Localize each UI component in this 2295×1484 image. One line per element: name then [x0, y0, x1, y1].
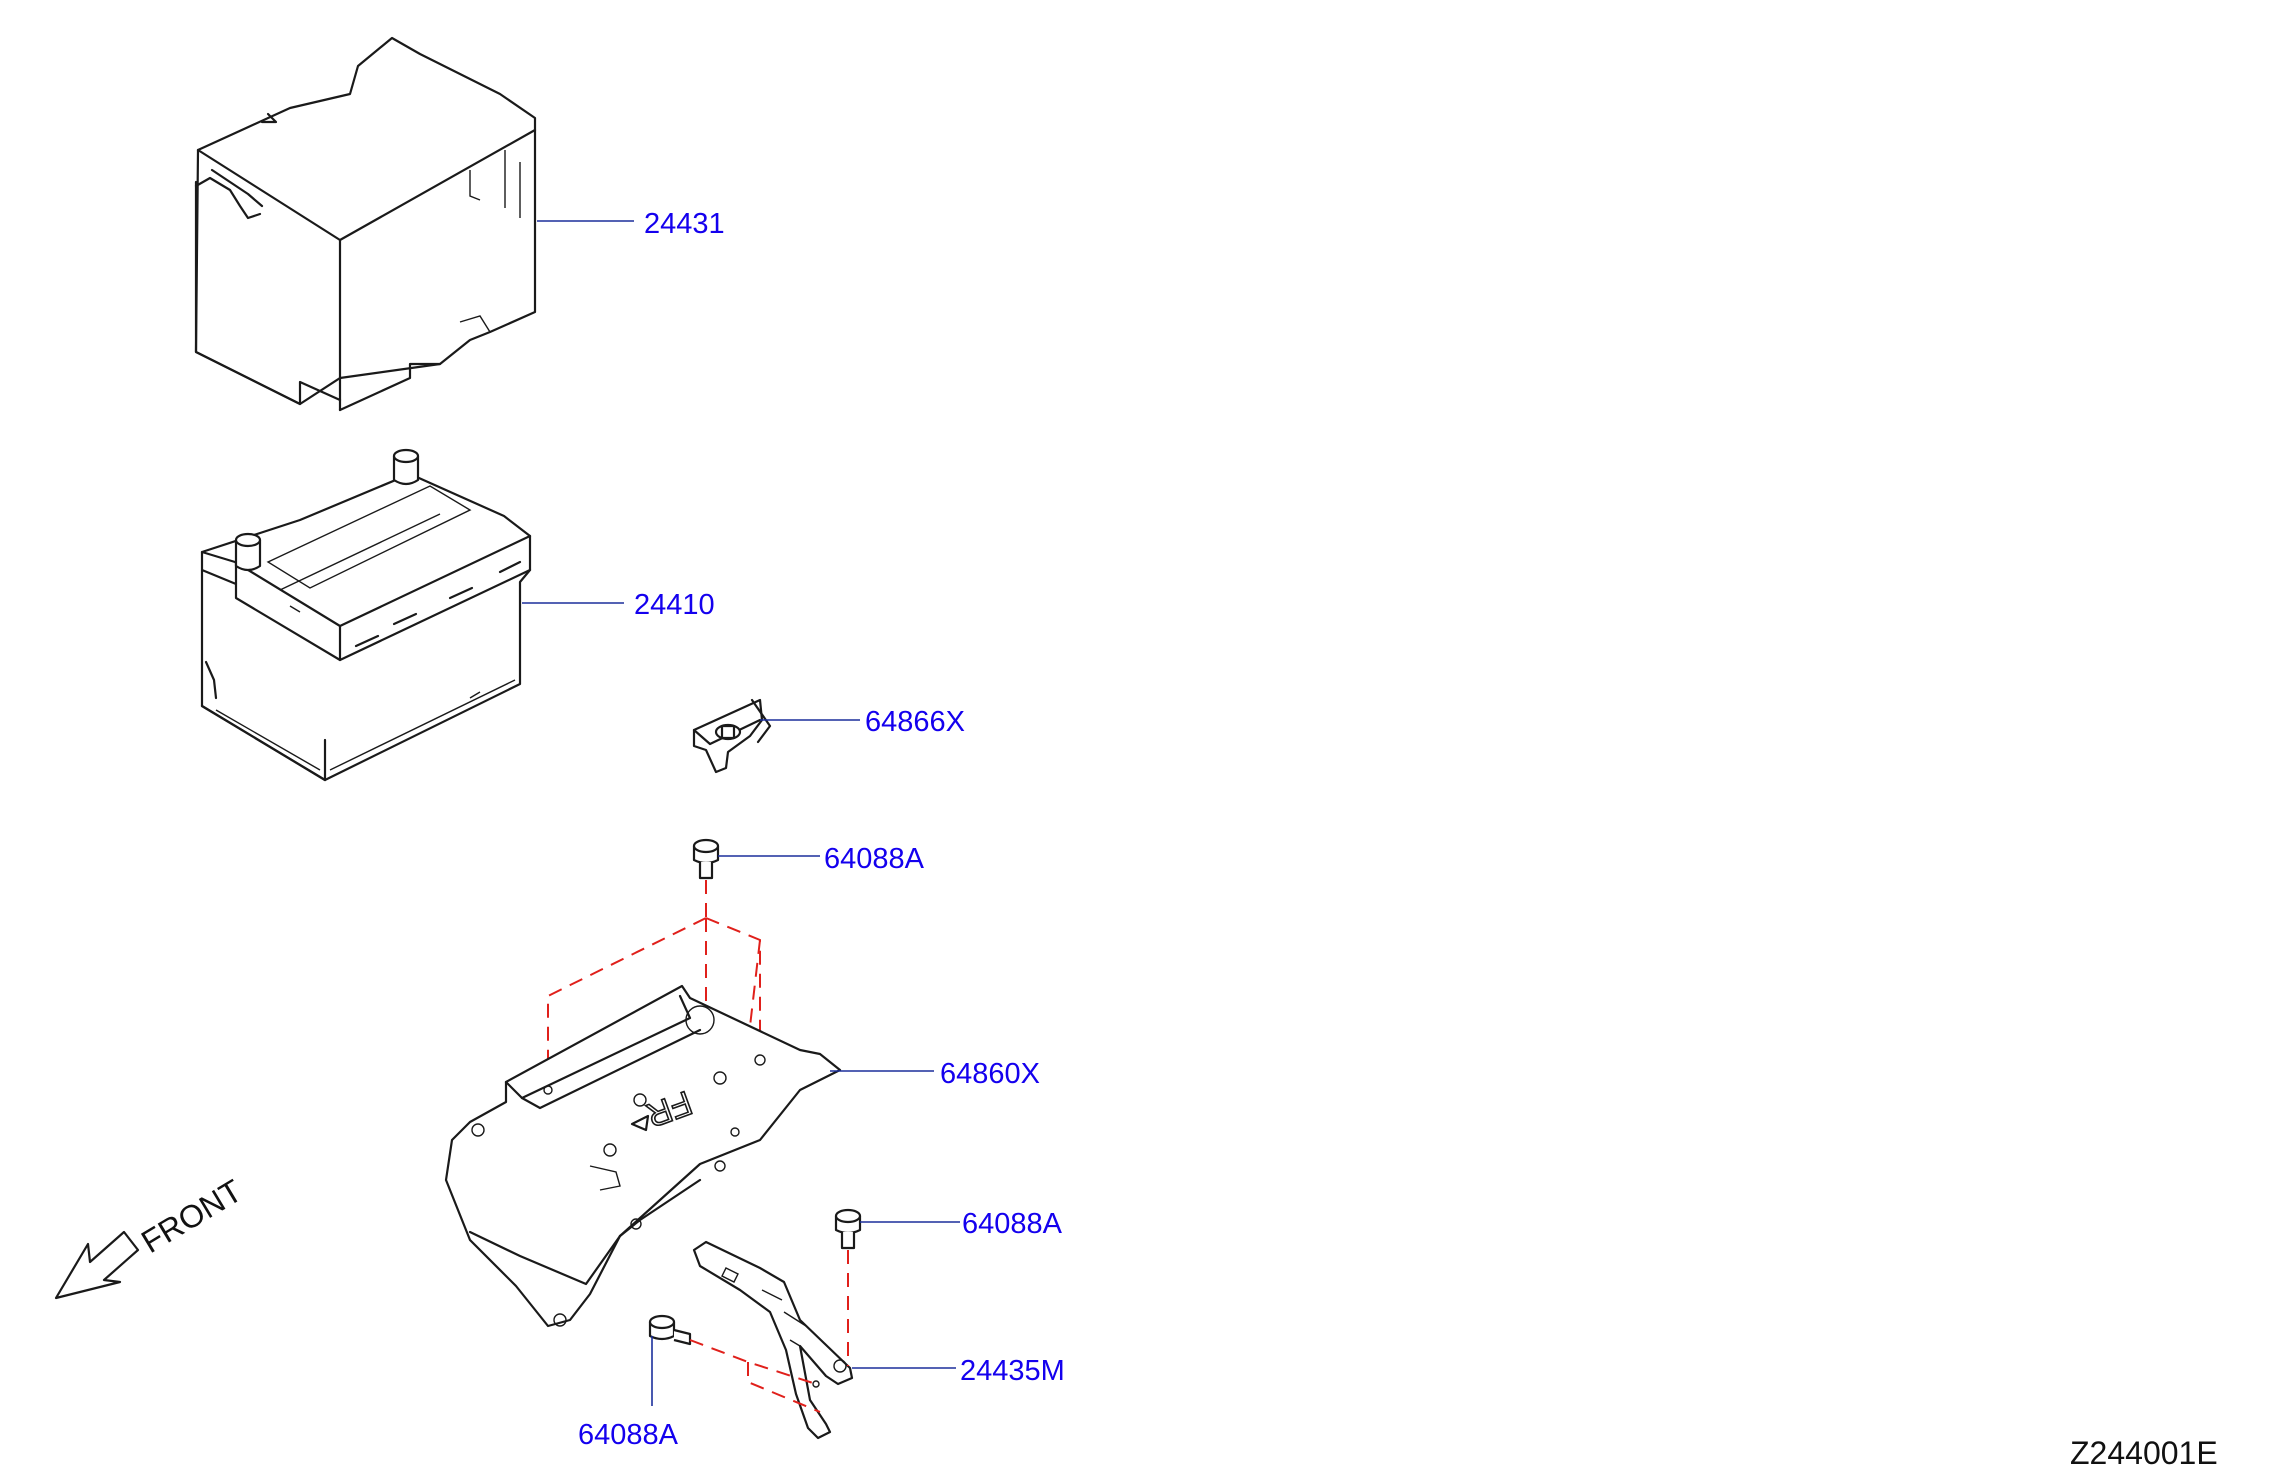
part-label-bracket[interactable]: 24435M [960, 1355, 1065, 1387]
bolt-bottom-illustration [648, 1314, 692, 1346]
bolt-top-illustration [692, 838, 720, 880]
install-guide-lines-bottom [689, 1250, 849, 1413]
drawing-code: Z244001E [2070, 1435, 2218, 1471]
bracket-illustration [692, 1240, 854, 1440]
part-label-tray[interactable]: 64860X [940, 1058, 1040, 1090]
bolt-right-illustration [834, 1208, 862, 1250]
part-label-cover[interactable]: 24431 [644, 208, 725, 240]
front-direction-indicator: FRONT [54, 1172, 248, 1300]
front-arrow-icon [54, 1230, 140, 1300]
part-label-bolt-right[interactable]: 64088A [962, 1208, 1063, 1240]
battery-illustration [200, 448, 532, 782]
part-label-bolt-top[interactable]: 64088A [824, 843, 925, 875]
battery-tray-illustration: FR [444, 984, 842, 1328]
front-label: FRONT [135, 1172, 248, 1260]
battery-cover-illustration [194, 36, 537, 412]
battery-clamp-illustration [692, 698, 772, 774]
part-label-clamp[interactable]: 64866X [865, 706, 965, 738]
part-label-battery[interactable]: 24410 [634, 589, 715, 621]
part-label-bolt-bottom[interactable]: 64088A [578, 1419, 679, 1451]
